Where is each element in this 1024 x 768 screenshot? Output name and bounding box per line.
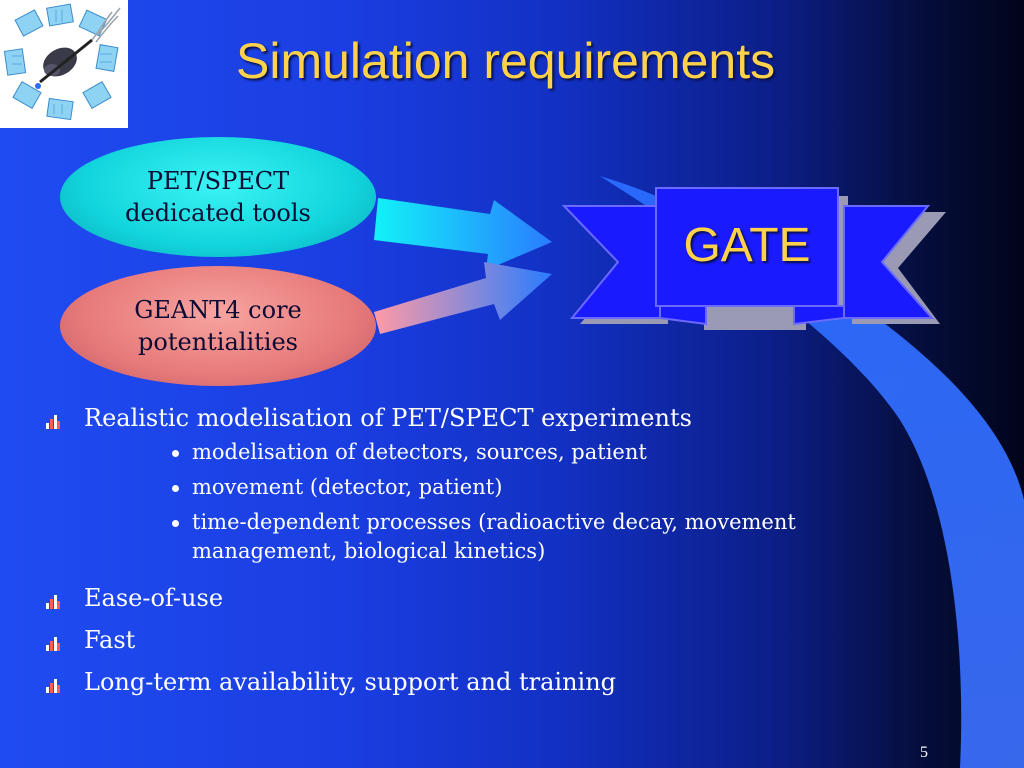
dot-icon [172, 485, 179, 492]
oval-pet-line1: PET/SPECT [146, 167, 290, 195]
sub-bullet-text: modelisation of detectors, sources, pati… [192, 440, 647, 464]
arrow-pet-to-gate [374, 198, 552, 270]
oval-pet-line2: dedicated tools [125, 199, 311, 227]
sub-bullet-text: movement (detector, patient) [192, 475, 503, 499]
page-number: 5 [920, 744, 928, 761]
bullet-item: Fast [40, 624, 880, 656]
stacked-bars-bullet-icon [46, 637, 60, 651]
oval-geant-line1: GEANT4 core [134, 296, 302, 324]
bullet-text: Ease-of-use [84, 584, 224, 612]
bullet-item: Long-term availability, support and trai… [40, 666, 880, 698]
stacked-bars-bullet-icon [46, 415, 60, 429]
gate-label: GATE [683, 219, 811, 272]
pet-scanner-ring-logo-icon [3, 3, 121, 121]
bullet-text: Long-term availability, support and trai… [84, 668, 617, 696]
sub-bullet-text: time-dependent processes (radioactive de… [192, 510, 796, 563]
bullet-item: Ease-of-use [40, 582, 880, 614]
slide-title: Simulation requirements [236, 33, 776, 89]
arrow-geant-to-gate [374, 262, 552, 334]
gate-ribbon [561, 187, 935, 326]
gate-logo [0, 0, 128, 128]
sub-bullet-item: movement (detector, patient) [170, 473, 882, 502]
bullet-item: Realistic modelisation of PET/SPECT expe… [40, 402, 880, 434]
pet-spect-tools-oval: PET/SPECT dedicated tools [60, 137, 376, 257]
oval-geant-line2: potentialities [138, 328, 298, 356]
sub-bullet-item: time-dependent processes (radioactive de… [170, 508, 882, 566]
dot-icon [172, 520, 179, 527]
bullet-text: Realistic modelisation of PET/SPECT expe… [84, 404, 692, 432]
bullet-list: Realistic modelisation of PET/SPECT expe… [40, 402, 880, 708]
stacked-bars-bullet-icon [46, 595, 60, 609]
sub-bullet-item: modelisation of detectors, sources, pati… [170, 438, 882, 467]
geant4-core-oval: GEANT4 core potentialities [60, 266, 376, 386]
bullet-text: Fast [84, 626, 136, 654]
dot-icon [172, 450, 179, 457]
sub-bullet-list: modelisation of detectors, sources, pati… [40, 438, 880, 566]
stacked-bars-bullet-icon [46, 679, 60, 693]
